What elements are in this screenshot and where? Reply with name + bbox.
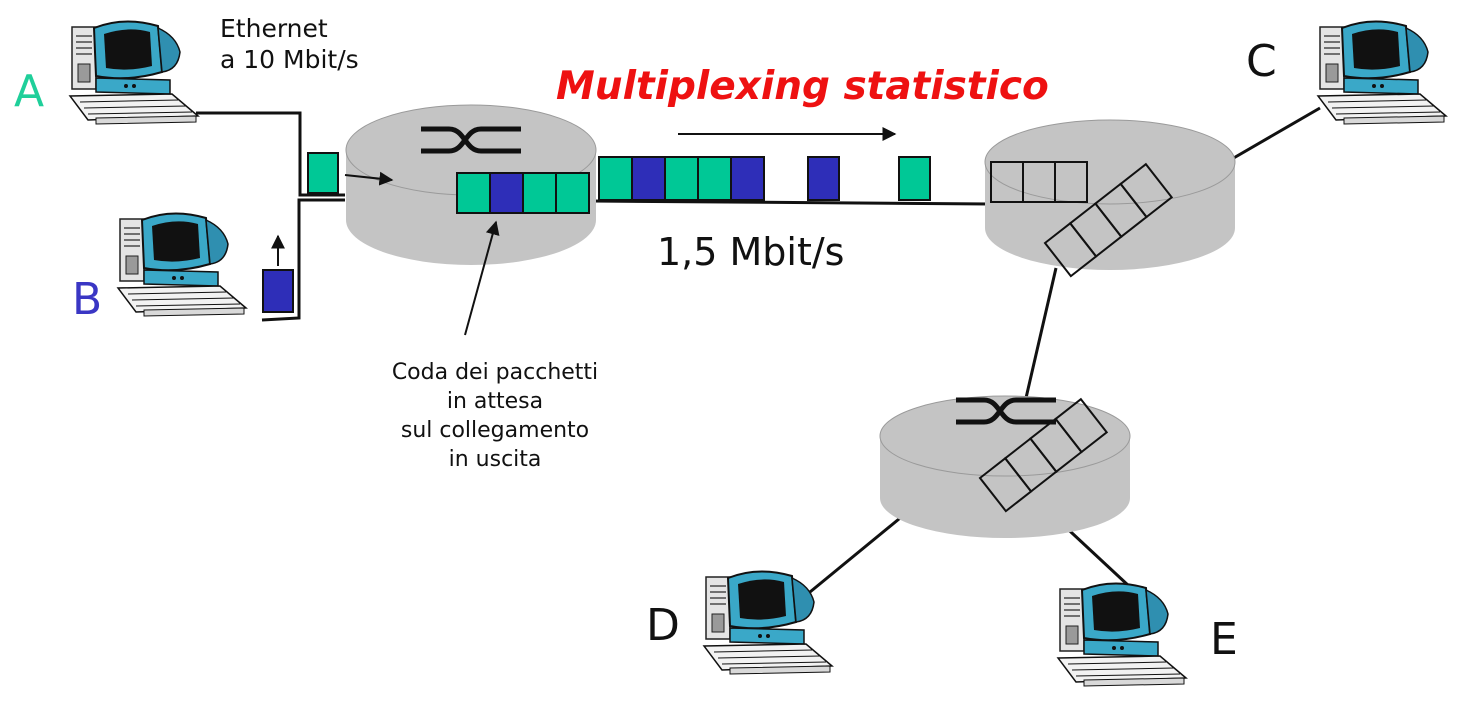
link-packet bbox=[898, 156, 931, 201]
link-packet bbox=[598, 156, 633, 201]
host-label-d: D bbox=[646, 600, 680, 651]
queue-caption-line: Coda dei pacchetti bbox=[391, 360, 599, 385]
backbone-speed-label: 1,5 Mbit/s bbox=[657, 230, 845, 274]
queued-packet bbox=[456, 172, 491, 214]
queue-caption-line: in uscita bbox=[448, 447, 542, 472]
router-3 bbox=[879, 395, 1131, 538]
queued-packet bbox=[555, 172, 590, 214]
host-label-e: E bbox=[1210, 614, 1238, 665]
link-packet bbox=[807, 156, 840, 201]
host-label-c: C bbox=[1246, 36, 1277, 87]
link-packets bbox=[598, 156, 931, 201]
computer-c-icon bbox=[1317, 20, 1447, 125]
packet-b-outgoing bbox=[262, 269, 294, 313]
router-2 bbox=[984, 119, 1236, 270]
router-2-queue-backbone bbox=[990, 161, 1088, 203]
queue-pointer-arrow bbox=[464, 220, 500, 336]
ethernet-label: Ethernet a 10 Mbit/s bbox=[220, 13, 359, 75]
router-1-queue bbox=[456, 172, 590, 214]
queue-caption: Coda dei pacchetti in attesa sul collega… bbox=[340, 358, 650, 474]
link-a bbox=[196, 111, 345, 197]
arrow-a-packet bbox=[344, 171, 394, 186]
queued-packet bbox=[522, 172, 557, 214]
link-b bbox=[261, 198, 345, 322]
ethernet-label-line1: Ethernet bbox=[220, 14, 328, 43]
link-d bbox=[809, 512, 906, 594]
host-label-a: A bbox=[14, 66, 45, 117]
computer-b-icon bbox=[117, 212, 247, 317]
queued-packet bbox=[489, 172, 524, 214]
computer-d-icon bbox=[703, 570, 833, 675]
packet-a-incoming bbox=[307, 152, 339, 194]
router-2-queue-down bbox=[1043, 162, 1174, 278]
link-c bbox=[1224, 106, 1321, 165]
link-packet bbox=[697, 156, 732, 201]
link-packet bbox=[730, 156, 765, 201]
link-backbone bbox=[591, 199, 991, 206]
host-label-b: B bbox=[72, 274, 103, 325]
router-3-queue bbox=[978, 397, 1109, 513]
ethernet-label-line2: a 10 Mbit/s bbox=[220, 45, 359, 74]
link-packet bbox=[631, 156, 666, 201]
link-router2-router3 bbox=[1024, 267, 1058, 399]
diagram-title: Multiplexing statistico bbox=[556, 64, 1049, 109]
queue-caption-line: sul collegamento bbox=[400, 418, 590, 443]
computer-e-icon bbox=[1057, 582, 1187, 687]
queue-caption-line: in attesa bbox=[446, 389, 544, 414]
link-packet bbox=[664, 156, 699, 201]
computer-a-icon bbox=[69, 20, 199, 125]
